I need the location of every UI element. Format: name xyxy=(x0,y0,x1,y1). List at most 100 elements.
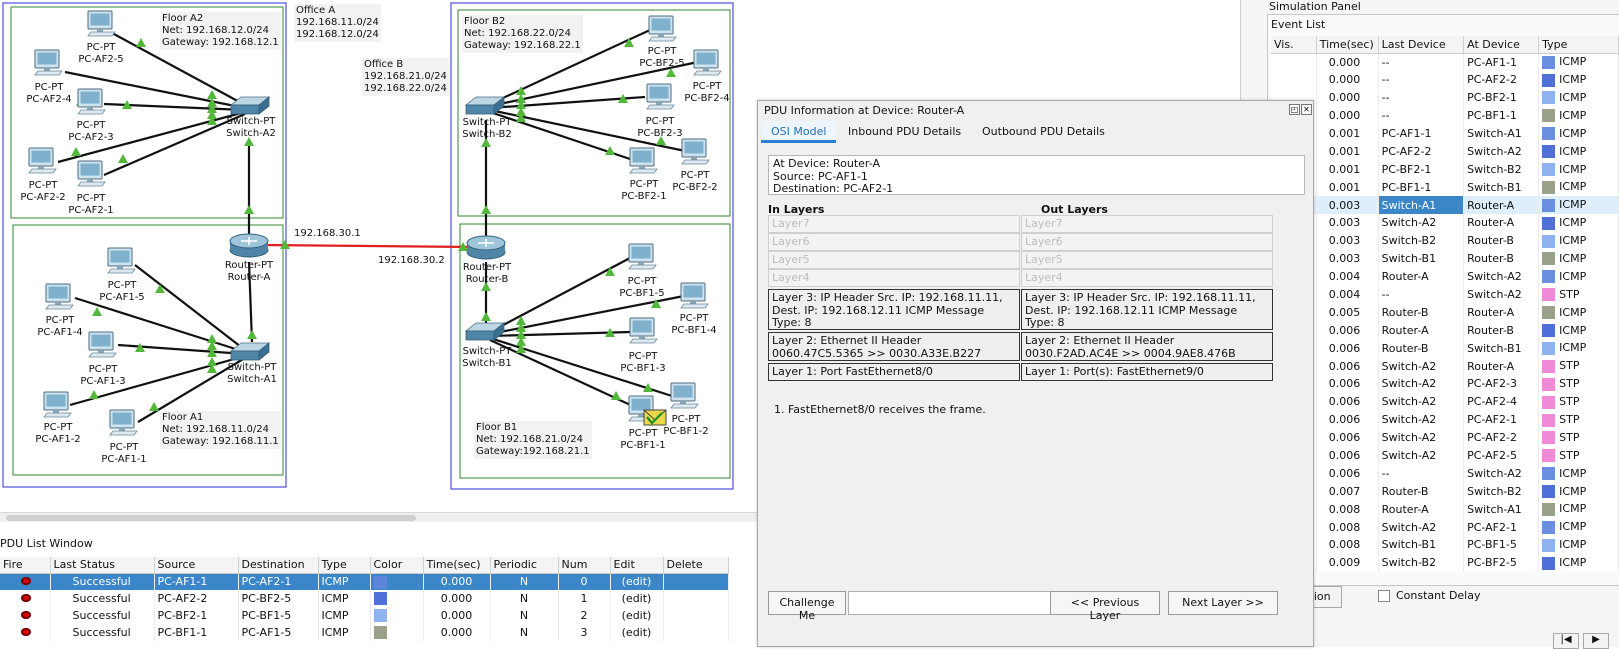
delete-cell[interactable] xyxy=(663,624,729,641)
edit-link[interactable]: (edit) xyxy=(610,624,664,641)
pc-af1-3-icon[interactable] xyxy=(88,331,117,358)
pc-bf1-4-icon[interactable] xyxy=(680,282,709,309)
col-destination[interactable]: Destination xyxy=(238,557,319,574)
in-layer-4[interactable]: Layer4 xyxy=(768,269,1020,287)
vis-cell[interactable] xyxy=(1271,53,1317,71)
col-color[interactable]: Color xyxy=(370,557,424,574)
pc-bf1-3-icon[interactable] xyxy=(629,317,658,344)
challenge-me-button[interactable]: Challenge Me xyxy=(768,591,846,622)
out-layer-2[interactable]: Layer 2: Ethernet II Header 0030.F2AD.AC… xyxy=(1021,332,1273,361)
delete-cell[interactable] xyxy=(663,590,729,607)
fire-icon[interactable] xyxy=(0,590,51,607)
restore-icon[interactable]: ◰ xyxy=(1289,104,1300,115)
out-layer-5[interactable]: Layer5 xyxy=(1021,251,1273,269)
pc-af2-2-icon[interactable] xyxy=(28,147,57,174)
pc-af1-1-icon[interactable] xyxy=(109,409,138,436)
col-periodic[interactable]: Periodic xyxy=(490,557,559,574)
switch-b1-icon[interactable] xyxy=(465,322,505,341)
fire-icon[interactable] xyxy=(0,624,51,641)
pc-af1-5-icon[interactable] xyxy=(107,247,136,274)
col-delete[interactable]: Delete xyxy=(663,557,729,574)
pdu-envelope-icon[interactable] xyxy=(643,409,667,426)
col-fire[interactable]: Fire xyxy=(0,557,51,574)
pc-af1-2-icon[interactable] xyxy=(43,391,72,418)
out-layer-4[interactable]: Layer4 xyxy=(1021,269,1273,287)
challenge-field[interactable] xyxy=(848,591,1052,615)
col-type[interactable]: Type xyxy=(318,557,371,574)
delete-cell[interactable] xyxy=(663,573,729,590)
previous-layer-button[interactable]: << Previous Layer xyxy=(1050,591,1160,622)
pc-af2-5-icon[interactable] xyxy=(87,10,116,37)
in-layer-1[interactable]: Layer 1: Port FastEthernet8/0 xyxy=(768,363,1020,381)
out-layer-1[interactable]: Layer 1: Port(s): FastEthernet9/0 xyxy=(1021,363,1273,381)
edit-link[interactable]: (edit) xyxy=(610,607,664,624)
out-layer-3[interactable]: Layer 3: IP Header Src. IP: 192.168.11.1… xyxy=(1021,289,1273,330)
col-at-device[interactable]: At Device xyxy=(1463,36,1540,54)
pc-af2-4-icon[interactable] xyxy=(34,49,63,76)
close-icon[interactable]: ✕ xyxy=(1301,104,1312,115)
col-source[interactable]: Source xyxy=(154,557,239,574)
in-layer-6[interactable]: Layer6 xyxy=(768,233,1020,251)
pc-af1-4-icon[interactable] xyxy=(45,283,74,310)
in-layer-3[interactable]: Layer 3: IP Header Src. IP: 192.168.11.1… xyxy=(768,289,1020,330)
col-vis[interactable]: Vis. xyxy=(1271,36,1317,54)
pc-af2-3-icon[interactable] xyxy=(77,88,106,115)
switch-a1-icon[interactable] xyxy=(230,342,270,361)
pc-bf2-3-icon[interactable] xyxy=(646,83,675,110)
col-last-device[interactable]: Last Device xyxy=(1378,36,1465,54)
in-layer-2[interactable]: Layer 2: Ethernet II Header 0060.47C5.53… xyxy=(768,332,1020,361)
out-layer-7[interactable]: Layer7 xyxy=(1021,215,1273,233)
col-time-sec[interactable]: Time(sec) xyxy=(1316,36,1379,54)
router-link[interactable] xyxy=(261,243,473,249)
topology-canvas[interactable]: Office A 192.168.11.0/24 192.168.12.0/24… xyxy=(0,0,760,522)
fire-icon[interactable] xyxy=(0,607,51,624)
pc-bf2-4-icon[interactable] xyxy=(693,49,722,76)
col-last-status[interactable]: Last Status xyxy=(50,557,155,574)
pc-bf2-1-icon[interactable] xyxy=(629,147,658,174)
col-event-type[interactable]: Type xyxy=(1538,36,1619,54)
col-time[interactable]: Time(sec) xyxy=(423,557,491,574)
next-layer-button[interactable]: Next Layer >> xyxy=(1168,591,1278,615)
constant-delay-checkbox[interactable] xyxy=(1378,590,1390,602)
pc-bf1-5-icon[interactable] xyxy=(628,243,657,270)
play-icon[interactable]: ▶ xyxy=(1583,633,1609,649)
